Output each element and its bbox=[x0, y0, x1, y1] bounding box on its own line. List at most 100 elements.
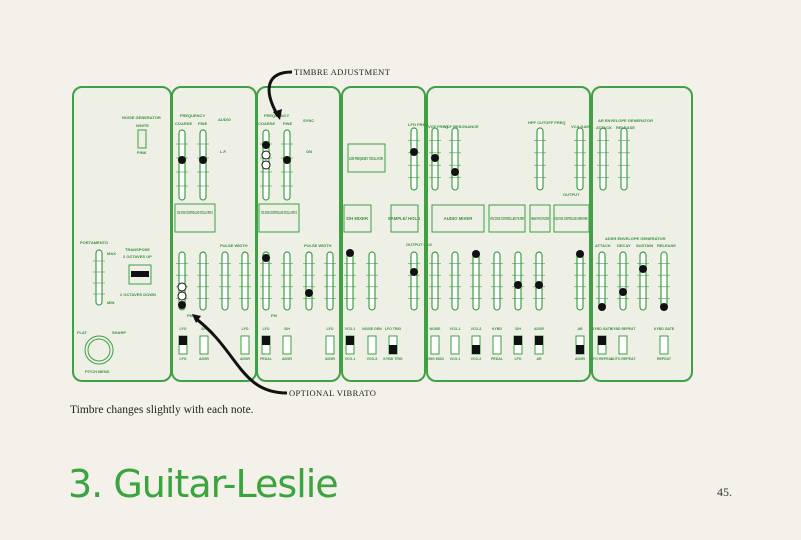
slider-knob[interactable] bbox=[576, 250, 584, 258]
slider[interactable] bbox=[281, 251, 293, 311]
label: RELEASE bbox=[657, 243, 676, 248]
svg-text:S/H: S/H bbox=[515, 327, 521, 331]
slider[interactable] bbox=[491, 251, 503, 311]
slider[interactable] bbox=[429, 251, 441, 311]
svg-text:S/H: S/H bbox=[284, 327, 290, 331]
slider-knob[interactable] bbox=[598, 303, 606, 311]
slider[interactable] bbox=[176, 129, 188, 201]
label: OUTPUT LAG bbox=[406, 242, 432, 247]
slider-knob[interactable] bbox=[410, 148, 418, 156]
svg-text:VCO-2: VCO-2 bbox=[471, 327, 482, 331]
svg-text:LFO: LFO bbox=[515, 357, 522, 361]
slider[interactable] bbox=[617, 251, 629, 311]
slider[interactable] bbox=[533, 251, 545, 311]
label: AR ENVELOPE GENERATOR bbox=[598, 118, 653, 123]
slider[interactable] bbox=[260, 129, 272, 201]
slider[interactable] bbox=[597, 127, 609, 191]
switch[interactable]: S/H ADSR bbox=[282, 327, 292, 361]
label: SUSTAIN bbox=[636, 243, 653, 248]
slider[interactable] bbox=[239, 251, 251, 311]
vco1-label: VOLTAGE CONTROLLED OSCILLATOR 1 bbox=[177, 210, 213, 215]
slider[interactable] bbox=[534, 127, 546, 191]
slider[interactable] bbox=[408, 127, 420, 191]
slider-knob[interactable] bbox=[514, 281, 522, 289]
slider[interactable] bbox=[93, 249, 105, 306]
svg-text:AR: AR bbox=[536, 357, 542, 361]
slider[interactable] bbox=[260, 251, 272, 311]
label: OUTPUT bbox=[563, 192, 580, 197]
slider[interactable] bbox=[408, 251, 420, 311]
slider-knob[interactable] bbox=[346, 249, 354, 257]
slider-knob[interactable] bbox=[283, 156, 291, 164]
svg-text:ADSR: ADSR bbox=[282, 357, 292, 361]
slider[interactable] bbox=[596, 251, 608, 311]
slider[interactable] bbox=[449, 127, 461, 191]
slider-knob[interactable] bbox=[472, 250, 480, 258]
slider[interactable] bbox=[197, 251, 209, 311]
slider-knob[interactable] bbox=[305, 289, 313, 297]
slider-knob[interactable] bbox=[262, 254, 270, 262]
slider[interactable] bbox=[637, 251, 649, 311]
sample-hold-label: SAMPLE/ HOLD bbox=[388, 216, 420, 221]
slider[interactable] bbox=[429, 127, 441, 191]
slider-knob[interactable] bbox=[178, 301, 186, 309]
slider-knob[interactable] bbox=[410, 268, 418, 276]
label: SYNC bbox=[303, 118, 314, 123]
slider-knob[interactable] bbox=[619, 288, 627, 296]
slider[interactable] bbox=[366, 251, 378, 311]
slider[interactable] bbox=[512, 251, 524, 311]
slider[interactable] bbox=[324, 251, 336, 311]
slider-knob[interactable] bbox=[431, 154, 439, 162]
slider[interactable] bbox=[574, 250, 586, 311]
panel-mixer-filter-vca bbox=[426, 86, 591, 382]
slider[interactable] bbox=[303, 251, 315, 311]
slider-knob[interactable] bbox=[660, 303, 668, 311]
svg-text:NOISE GEN: NOISE GEN bbox=[362, 327, 382, 331]
slider[interactable] bbox=[449, 251, 461, 311]
slider[interactable] bbox=[574, 127, 586, 191]
slider[interactable] bbox=[658, 251, 670, 311]
label: FINE bbox=[283, 121, 292, 126]
slider-knob[interactable] bbox=[262, 141, 270, 149]
panel-noise-portamento bbox=[72, 86, 172, 382]
vco2-label: VOLTAGE CONTROLLED OSCILLATOR 2 bbox=[261, 210, 297, 215]
slider-knob[interactable] bbox=[535, 281, 543, 289]
switch[interactable]: S/H LFO bbox=[513, 327, 523, 361]
svg-text:LFO: LFO bbox=[263, 327, 270, 331]
slider-knob[interactable] bbox=[639, 265, 647, 273]
slider-knob[interactable] bbox=[178, 156, 186, 164]
timbre-adjustment-callout: TIMBRE ADJUSTMENT bbox=[294, 67, 391, 77]
vca-label: VOLTAGE CONTROLLED AMPLIFIER bbox=[555, 216, 588, 221]
slider[interactable] bbox=[197, 129, 209, 201]
transpose-switch[interactable] bbox=[128, 264, 152, 285]
svg-text:VCO-1: VCO-1 bbox=[345, 357, 356, 361]
noise-switch[interactable] bbox=[137, 129, 147, 149]
slider-knob[interactable] bbox=[451, 168, 459, 176]
svg-text:LFO: LFO bbox=[180, 357, 187, 361]
slider[interactable] bbox=[618, 127, 630, 191]
slider[interactable] bbox=[281, 129, 293, 201]
slider[interactable] bbox=[176, 251, 188, 311]
slider[interactable] bbox=[344, 249, 356, 311]
pitch-bend-knob[interactable] bbox=[84, 335, 114, 365]
slider[interactable] bbox=[470, 250, 482, 311]
slider-knob[interactable] bbox=[199, 156, 207, 164]
slider[interactable] bbox=[219, 251, 231, 311]
